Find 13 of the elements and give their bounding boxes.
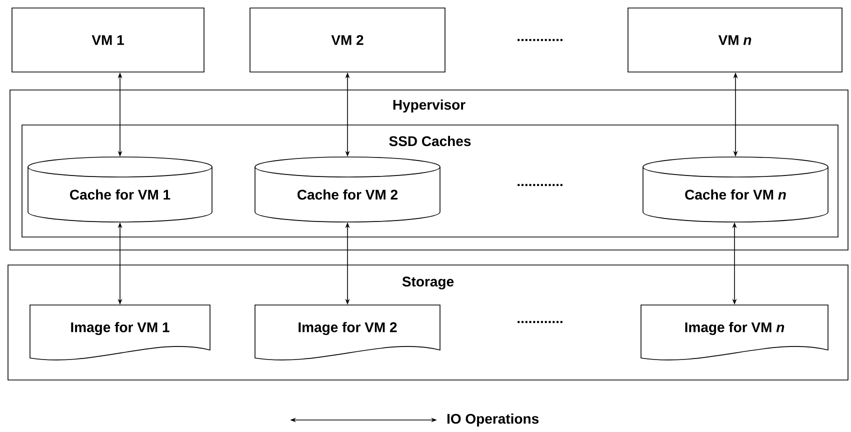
- ellipsis: ............: [518, 38, 562, 42]
- cache-cylinder: Cache for VM 1: [28, 156, 212, 222]
- image-document: Image for VM 1: [30, 304, 210, 360]
- cache-cylinder: Cache for VM 2: [254, 156, 440, 222]
- cache-cylinder: Cache for VM n: [642, 156, 828, 222]
- vm-box: VM 2: [250, 8, 446, 72]
- image-document: Image for VM 2: [254, 304, 440, 360]
- legend-text: IO Operations: [447, 413, 539, 427]
- ellipsis: ............: [518, 320, 562, 324]
- vm-box: VM 1: [12, 8, 204, 72]
- vm-box: VM n: [628, 8, 842, 72]
- ellipsis: ............: [518, 184, 562, 186]
- image-document: Image for VM n: [640, 304, 828, 360]
